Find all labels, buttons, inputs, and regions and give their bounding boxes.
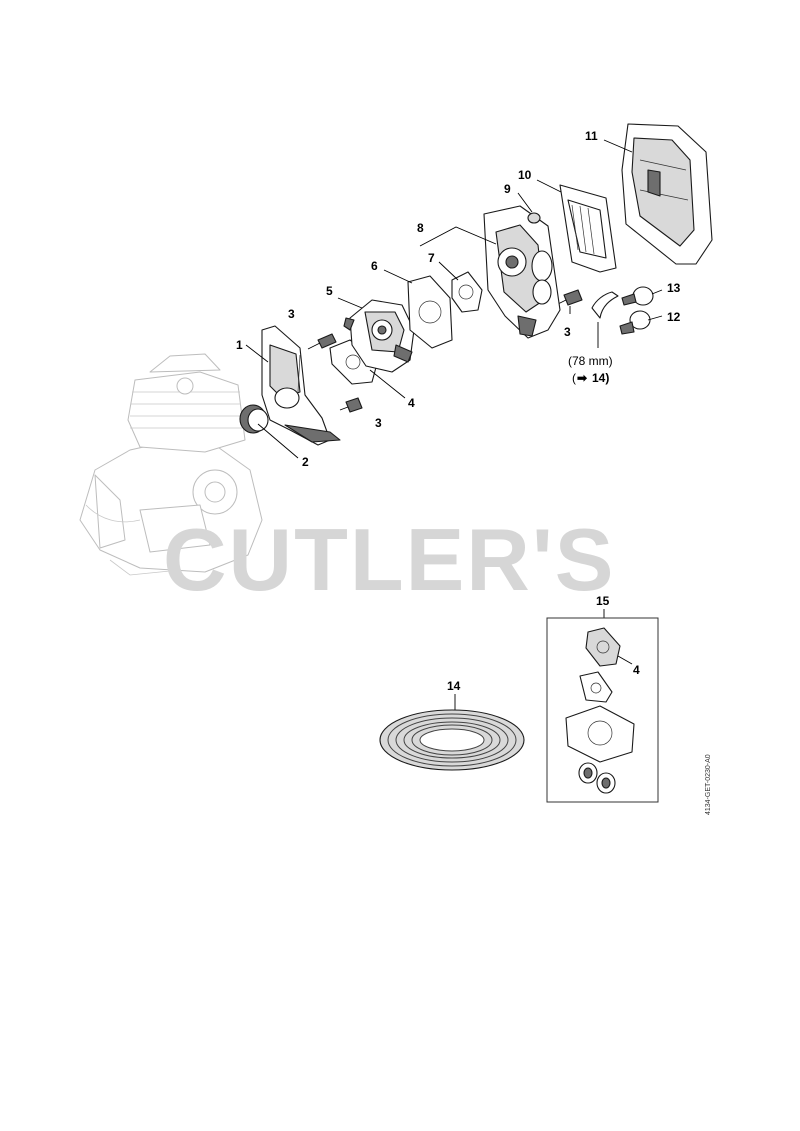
callout-9: 9 <box>504 182 511 196</box>
part-5-carburetor <box>343 299 415 373</box>
callout-11: 11 <box>585 129 598 143</box>
kit-gasket-4 <box>585 627 621 667</box>
part-4-gasket <box>329 339 379 385</box>
callout-8: 8 <box>417 221 424 235</box>
hose-ref-open: ( <box>572 371 576 385</box>
callouts: 1 2 3 3 3 4 5 6 7 8 9 10 11 12 13 <box>236 129 681 469</box>
hose-ref-number: 14) <box>592 371 609 385</box>
leader-lines <box>245 139 663 459</box>
callout-3-right: 3 <box>564 325 571 339</box>
callout-3-lower: 3 <box>375 416 382 430</box>
arrow-icon: ➡ <box>577 371 588 385</box>
kit-seals <box>578 762 616 794</box>
part-15-gasket-set: 15 4 <box>546 594 659 803</box>
part-6-plate <box>407 275 453 349</box>
callout-10: 10 <box>518 168 532 182</box>
part-7-gasket <box>451 271 483 313</box>
part-11-cover <box>621 123 713 265</box>
callout-4-main: 4 <box>408 396 415 410</box>
callout-14: 14 <box>447 679 461 693</box>
callout-12: 12 <box>667 310 681 324</box>
callout-5: 5 <box>326 284 333 298</box>
callout-15: 15 <box>596 594 610 608</box>
part-3-screw-lower <box>339 397 363 413</box>
callout-6: 6 <box>371 259 378 273</box>
engine-block-ghost <box>79 353 263 576</box>
kit-gasket-small <box>579 671 613 703</box>
kit-box <box>546 617 659 803</box>
callout-7: 7 <box>428 251 435 265</box>
part-12-knob <box>619 310 651 335</box>
callout-13: 13 <box>667 281 681 295</box>
callout-1: 1 <box>236 338 243 352</box>
hose-piece <box>591 291 619 348</box>
callout-2: 2 <box>302 455 309 469</box>
part-10-filter <box>559 184 617 273</box>
drawing-code: 4134-GET-0230-A0 <box>705 754 712 815</box>
callout-3-upper: 3 <box>288 307 295 321</box>
hose-length-text: (78 mm) <box>568 354 613 368</box>
part-1-intake-bracket <box>261 325 341 446</box>
hose-length-note: (78 mm) ( ➡ 14) <box>568 354 613 385</box>
kit-gasket-large <box>565 705 635 763</box>
part-13-plug <box>621 286 654 306</box>
part-9-nut <box>527 212 541 224</box>
watermark: CUTLER'S <box>163 510 615 609</box>
callout-4-kit: 4 <box>633 663 640 677</box>
part-14-hose-coil: 14 <box>379 679 525 771</box>
part-2-knob <box>239 404 269 434</box>
part-8-housing <box>483 205 561 339</box>
part-3-screw-right <box>555 289 583 306</box>
part-3-screw-upper <box>307 333 337 350</box>
